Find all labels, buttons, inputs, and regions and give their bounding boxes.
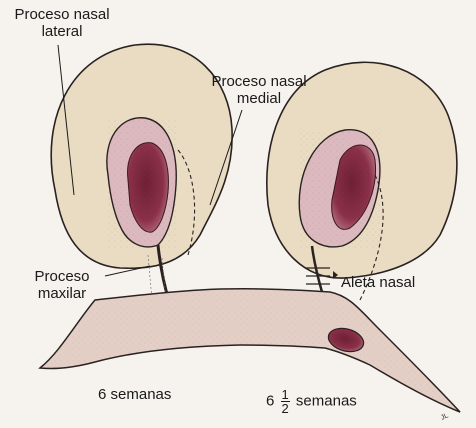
fraction-one-half: 1 2 (281, 388, 290, 415)
label-medial-nasal-process: Proceso nasal medial (204, 73, 314, 107)
label-6-and-half-weeks: 6 1 2 semanas (266, 388, 357, 415)
label-6-weeks: 6 semanas (98, 386, 171, 403)
label-lateral-nasal-process: Proceso nasal lateral (6, 6, 118, 40)
label-nasal-fin: Aleta nasal (341, 274, 415, 291)
artist-mark: JL (440, 412, 450, 422)
label-maxillary-process: Proceso maxilar (22, 268, 102, 302)
